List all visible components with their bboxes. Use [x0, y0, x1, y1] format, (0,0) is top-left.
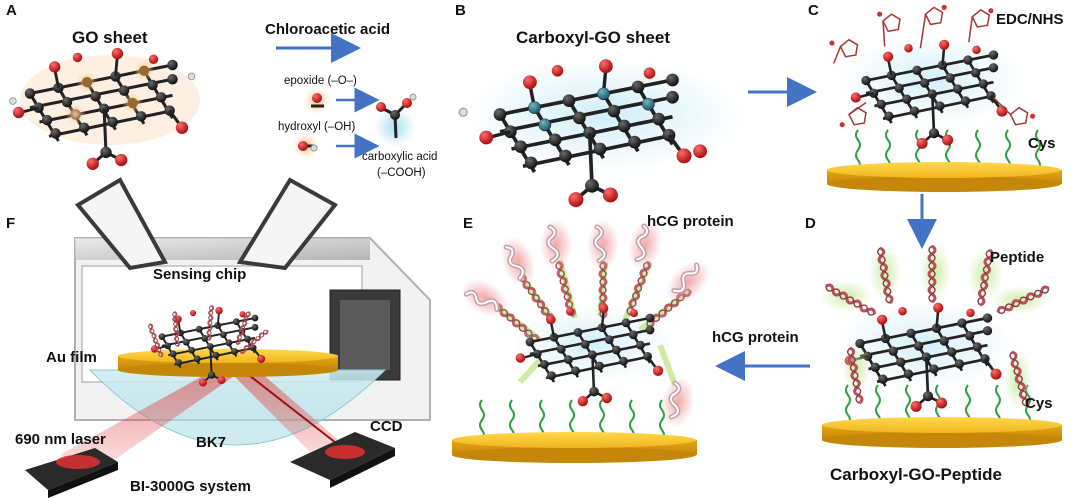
carboxyl-go-title: Carboxyl-GO sheet — [516, 28, 670, 47]
laser-device — [25, 448, 118, 498]
panel-letter-a: A — [6, 2, 17, 19]
laser-label: 690 nm laser — [15, 431, 106, 448]
carboxyl-go-molecule — [458, 57, 707, 209]
peptide-label: Peptide — [990, 249, 1045, 266]
bk7-label: BK7 — [196, 434, 227, 451]
epoxide-label: epoxide (–O–) — [284, 75, 357, 87]
lid-right — [236, 177, 339, 271]
ccd-device — [290, 432, 395, 488]
hcg-protein-arrow-label: hCG protein — [712, 329, 799, 346]
panel-letter-c: C — [808, 2, 819, 19]
hcg-protein-label: hCG protein — [647, 213, 734, 230]
laser-beams — [60, 371, 350, 470]
protein-go-molecule — [512, 302, 673, 408]
panel-letter-b: B — [455, 2, 466, 19]
gold-substrate-e — [452, 432, 697, 463]
edc-nhs-molecule — [829, 4, 1036, 151]
carboxylic-acid-label: carboxylic acid — [362, 151, 438, 163]
panel-letter-f: F — [6, 215, 16, 232]
cys-label-d: Cys — [1025, 395, 1053, 412]
gold-substrate-c — [827, 162, 1062, 192]
panel-letter-d: D — [805, 215, 816, 232]
peptide-go-molecule — [837, 301, 1016, 414]
carboxylic-formula-label: (–COOH) — [377, 167, 426, 179]
panel-b — [458, 57, 817, 209]
carboxylic-acid-icon — [375, 93, 417, 147]
hydroxyl-icon — [293, 133, 319, 159]
bk7-prism — [88, 369, 387, 446]
panel-f — [25, 177, 431, 498]
epoxide-icon — [304, 88, 330, 114]
panel-a — [9, 33, 417, 172]
cys-label-c: Cys — [1028, 135, 1056, 152]
panel-c — [827, 4, 1062, 249]
bi3000g-label: BI-3000G system — [130, 478, 251, 495]
go-sheet-molecule — [9, 46, 196, 172]
panel-letter-e: E — [463, 215, 474, 232]
peptide-helices — [820, 244, 1052, 410]
au-film-label: Au film — [46, 349, 97, 366]
gold-film-f — [118, 349, 338, 377]
sensing-chip-label: Sensing chip — [153, 266, 247, 283]
gold-substrate-d — [822, 417, 1062, 448]
carboxyl-go-peptide-caption: Carboxyl-GO-Peptide — [830, 465, 1002, 484]
go-sheet-title: GO sheet — [72, 28, 148, 47]
hydroxyl-label: hydroxyl (–OH) — [278, 121, 356, 133]
chloroacetic-acid-label: Chloroacetic acid — [265, 21, 391, 38]
ccd-label: CCD — [370, 418, 403, 435]
panel-e — [452, 216, 718, 463]
edc-nhs-label: EDC/NHS — [996, 11, 1064, 28]
panel-d — [820, 244, 1062, 448]
lid-left — [74, 177, 169, 271]
